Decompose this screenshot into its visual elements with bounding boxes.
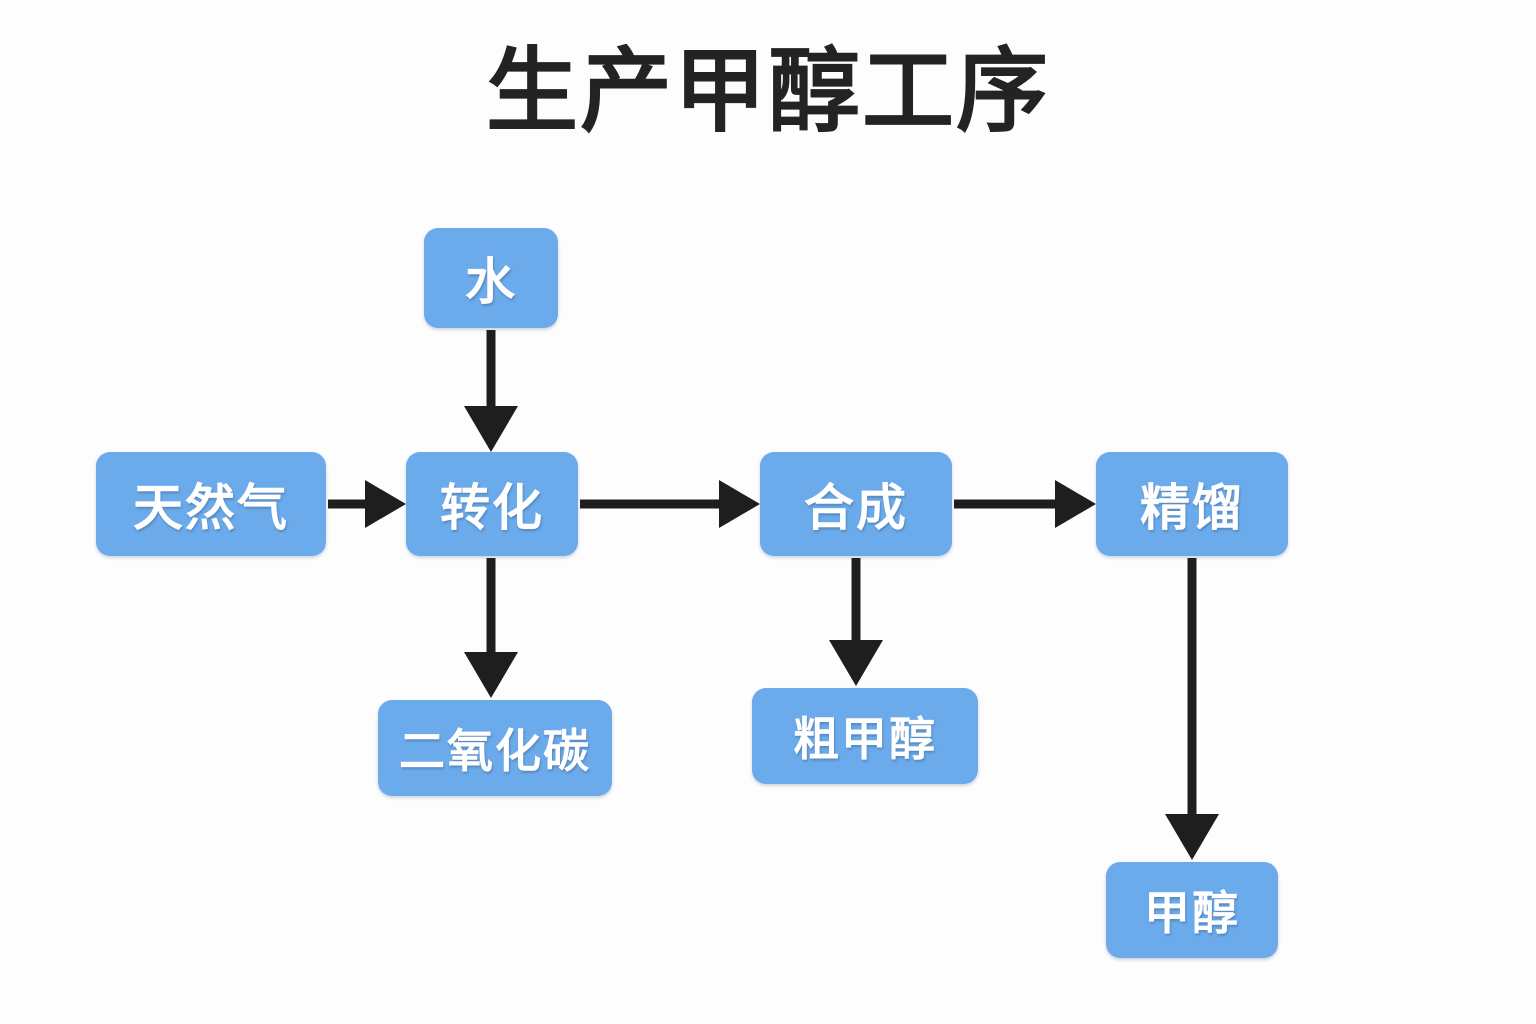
node-methanol-label: 甲醇 [1144,886,1240,940]
node-crude-methanol[interactable]: 粗甲醇 [752,688,978,784]
edge-reform-to-synth [580,480,760,528]
edge-reform-to-co2 [464,558,518,698]
node-water-label: 水 [465,253,517,311]
edge-gas-to-reform [328,480,406,528]
node-carbon-dioxide-label: 二氧化碳 [399,724,591,778]
edge-synth-to-distill [954,480,1096,528]
edge-synth-to-crude [829,558,883,686]
edge-distill-to-methanol [1165,558,1219,860]
node-reforming[interactable]: 转化 [406,452,578,556]
node-distillation-label: 精馏 [1140,479,1244,537]
node-carbon-dioxide[interactable]: 二氧化碳 [378,700,612,796]
node-crude-methanol-label: 粗甲醇 [793,712,937,766]
node-natural-gas[interactable]: 天然气 [96,452,326,556]
node-reforming-label: 转化 [440,479,544,537]
node-natural-gas-label: 天然气 [133,479,289,537]
node-methanol[interactable]: 甲醇 [1106,862,1278,958]
node-water[interactable]: 水 [424,228,558,328]
node-distillation[interactable]: 精馏 [1096,452,1288,556]
node-synthesis[interactable]: 合成 [760,452,952,556]
edge-water-to-reform [464,330,518,452]
node-synthesis-label: 合成 [804,479,908,537]
page-title: 生产甲醇工序 [485,38,1050,145]
